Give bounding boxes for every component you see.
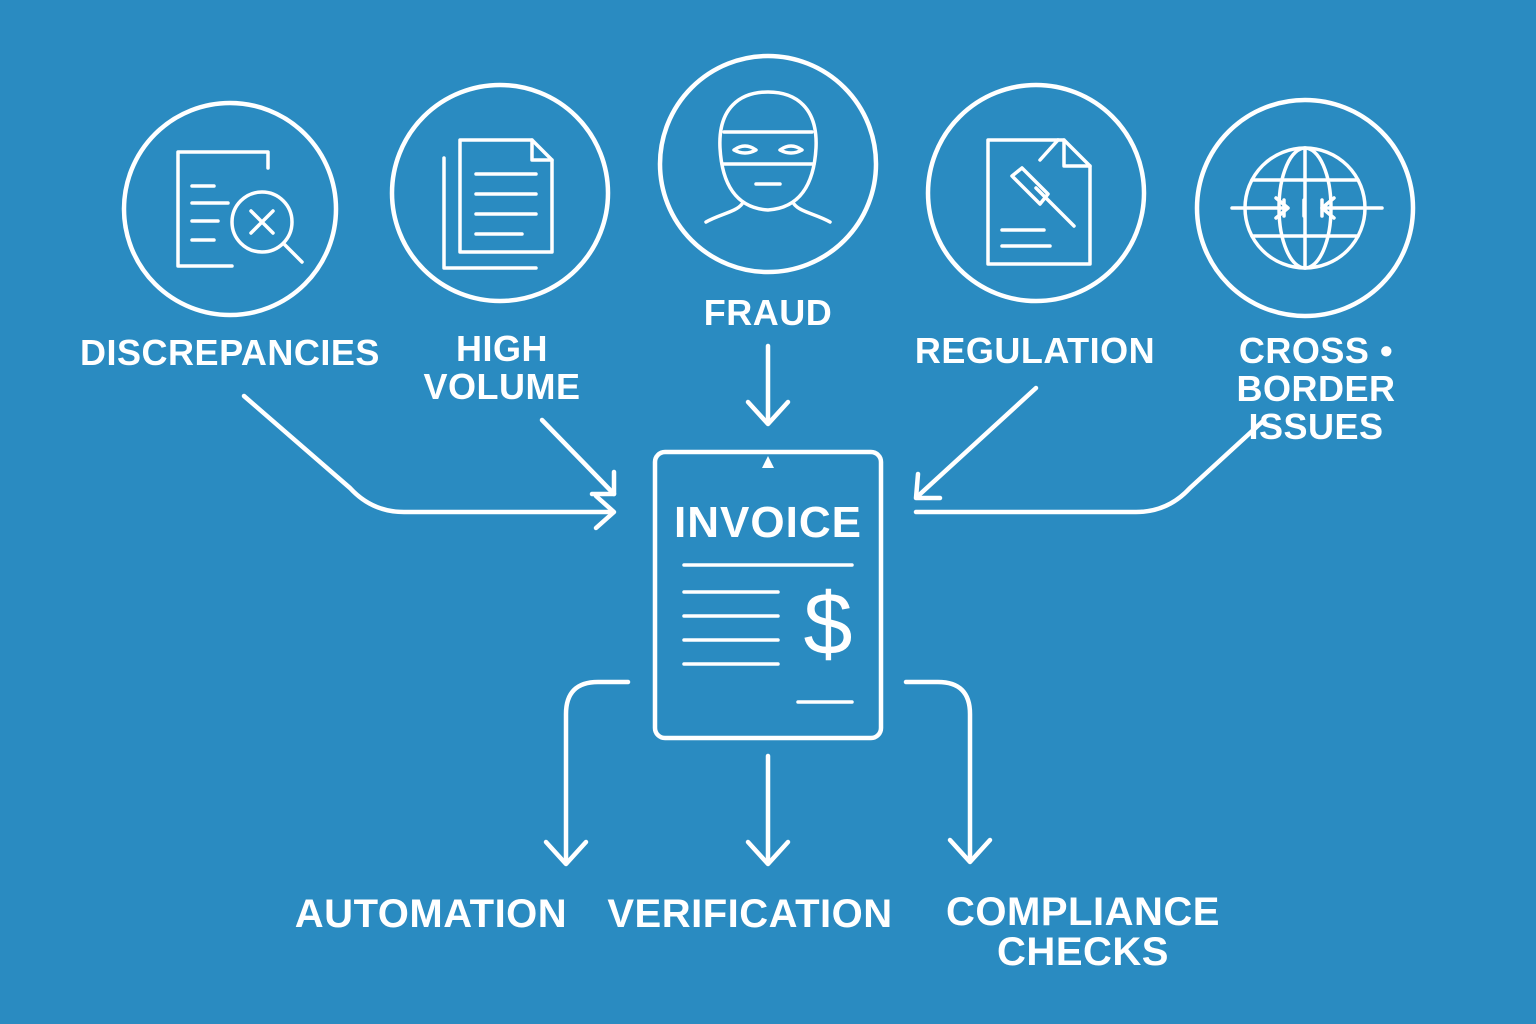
document-gavel-icon [925, 82, 1147, 304]
challenge-label-fraud: FRAUD [703, 292, 833, 333]
discrepancies-icon [121, 100, 339, 318]
arrow-regulation [913, 385, 1039, 501]
arrow-high-volume [539, 417, 617, 497]
globe-arrows-icon [1194, 97, 1416, 319]
challenge-label-high-volume: HIGH VOLUME [423, 328, 581, 407]
invoice-document-icon [652, 449, 884, 741]
solution-label-automation: AUTOMATION [294, 892, 568, 936]
challenge-label-regulation: REGULATION [914, 330, 1156, 371]
solution-label-compliance-checks: COMPLIANCE CHECKS [946, 890, 1220, 974]
arrow-compliance [903, 679, 993, 865]
solution-label-verification: VERIFICATION [607, 892, 893, 936]
challenge-label-cross-border: CROSS • BORDER ISSUES [1236, 330, 1396, 447]
challenge-label-discrepancies: DISCREPANCIES [80, 332, 380, 373]
arrow-automation [543, 679, 631, 867]
stacked-documents-icon [389, 82, 611, 304]
arrow-cross-border [913, 419, 1265, 515]
dollar-sign: $ [803, 574, 853, 673]
arrow-verification [745, 753, 791, 867]
arrow-discrepancies [241, 393, 617, 531]
arrow-fraud [745, 343, 791, 427]
masked-face-icon [657, 53, 879, 275]
invoice-title: INVOICE [674, 498, 862, 547]
